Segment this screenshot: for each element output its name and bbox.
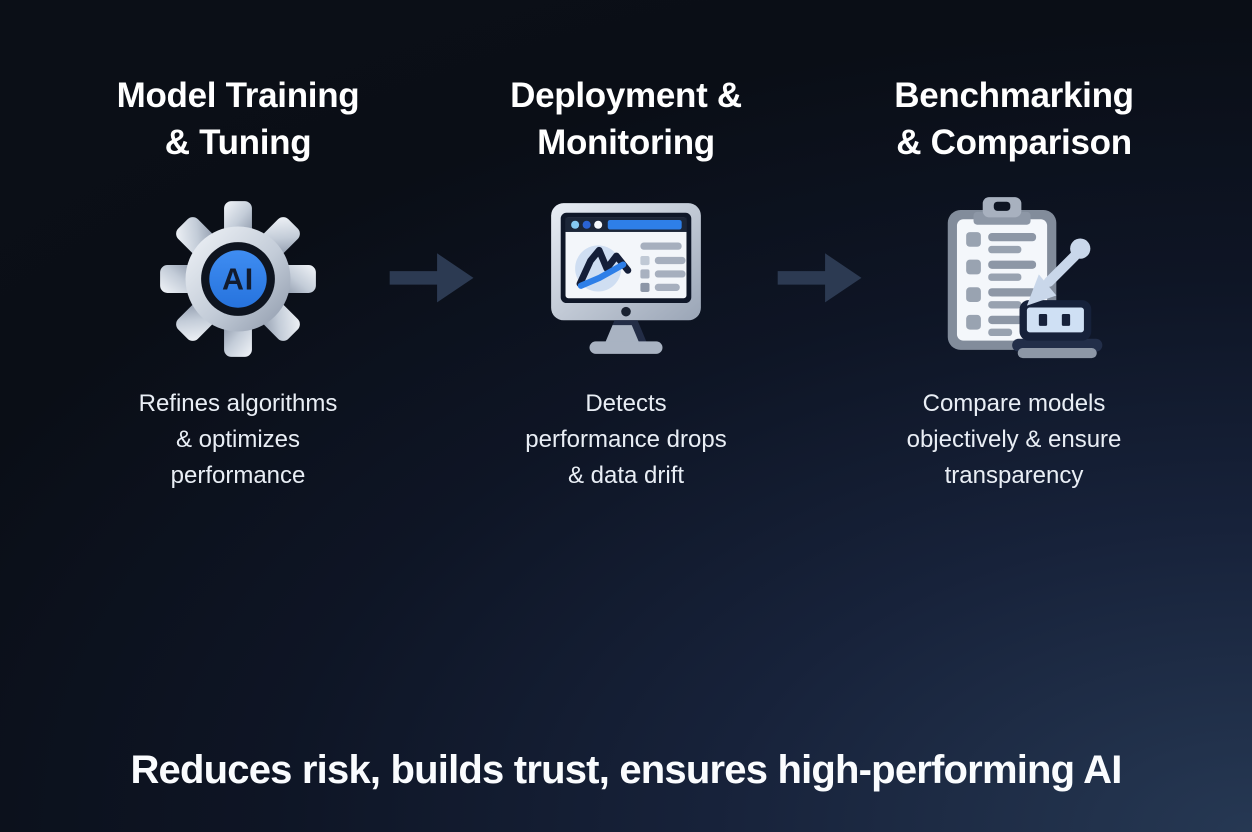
footer-headline: Reduces risk, builds trust, ensures high…	[130, 748, 1122, 792]
monitor-chart-icon-svg	[551, 203, 701, 354]
clipboard-compare-icon	[922, 190, 1106, 368]
monitor-base	[589, 341, 663, 354]
flow-arrow-right-icon	[388, 240, 476, 314]
flow-arrow-svg	[777, 253, 862, 303]
step-description: Detects performance drops & data drift	[525, 390, 727, 489]
monitor-stand	[604, 325, 640, 344]
checklist-rows	[966, 232, 1037, 337]
step-description: Compare models objectively & ensure tran…	[906, 390, 1122, 489]
clipboard-clip-hole	[993, 201, 1011, 211]
titlebar-dot-2	[582, 220, 591, 229]
monitor-chart-icon	[530, 190, 722, 368]
step-description: Refines algorithms & optimizes performan…	[138, 390, 338, 489]
process-flow: Model Training & Tuning	[0, 72, 1252, 494]
step-title: Model Training & Tuning	[116, 76, 360, 162]
flow-arrow-right-icon	[776, 240, 864, 314]
gear-ai-icon: AI	[156, 190, 320, 368]
monitor-power-dot	[621, 306, 631, 317]
titlebar-address-bar	[607, 219, 682, 230]
titlebar-dot-3	[594, 220, 603, 229]
step-deployment: Deployment & Monitoring	[476, 72, 776, 494]
clipboard-compare-icon-svg	[947, 197, 1103, 359]
comparison-arrow	[1026, 238, 1091, 306]
dashboard-list	[640, 242, 686, 292]
step-benchmarking: Benchmarking & Comparison	[864, 72, 1164, 494]
chart-line-blue	[577, 261, 627, 289]
chart-line-dark	[576, 246, 632, 288]
flow-arrow-svg	[389, 253, 474, 303]
compared-device	[1012, 300, 1103, 359]
step-title: Benchmarking & Comparison	[894, 76, 1134, 162]
ai-badge-label: AI	[222, 264, 254, 297]
gear-ai-icon-svg: AI	[160, 201, 316, 357]
step-model-training: Model Training & Tuning	[88, 72, 388, 494]
ai-badge-circle	[209, 250, 267, 308]
step-title: Deployment & Monitoring	[510, 76, 742, 162]
titlebar-dot-1	[571, 220, 580, 229]
